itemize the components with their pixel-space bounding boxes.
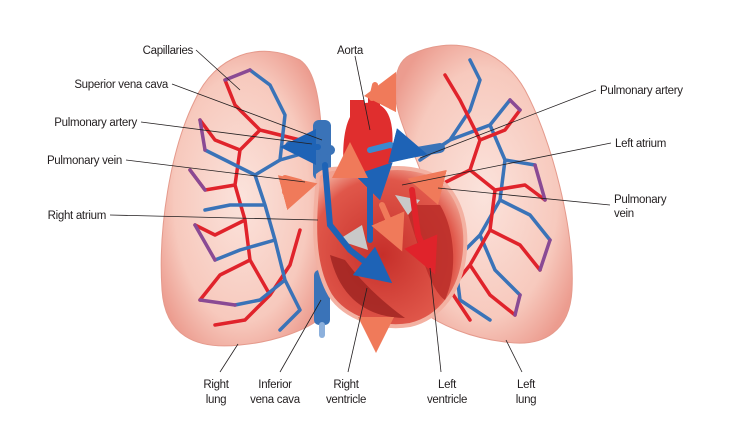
label-right-lung: Right: [203, 379, 229, 391]
label-left-lung-2: lung: [516, 394, 537, 406]
label-inferior-vena-cava: Inferior: [258, 379, 292, 391]
label-left-ventricle: Left: [438, 379, 457, 391]
label-aorta: Aorta: [337, 45, 364, 57]
label-left-lung: Left: [517, 379, 536, 391]
label-inferior-vena-cava-2: vena cava: [250, 394, 301, 406]
label-right-atrium: Right atrium: [48, 210, 106, 222]
label-right-ventricle: Right: [333, 379, 359, 391]
flow-arrows: [285, 85, 447, 353]
label-left-atrium: Left atrium: [615, 138, 666, 150]
right-lung: [160, 50, 323, 347]
left-lung-vessels: [418, 58, 552, 322]
label-pulmonary-artery-left: Pulmonary artery: [54, 117, 137, 129]
label-pulmonary-vein-left: Pulmonary vein: [47, 155, 122, 167]
label-right-ventricle-2: ventricle: [326, 394, 366, 406]
label-pulmonary-artery-right: Pulmonary artery: [600, 85, 683, 97]
right-lung-vessels: [188, 68, 317, 332]
label-pulmonary-vein-right-2: vein: [614, 208, 634, 220]
label-superior-vena-cava: Superior vena cava: [74, 79, 169, 91]
leader-lines: [109, 49, 612, 373]
label-right-lung-2: lung: [206, 394, 227, 406]
label-capillaries: Capillaries: [143, 45, 194, 57]
label-pulmonary-vein-right: Pulmonary: [614, 194, 667, 206]
label-left-ventricle-2: ventricle: [427, 394, 467, 406]
